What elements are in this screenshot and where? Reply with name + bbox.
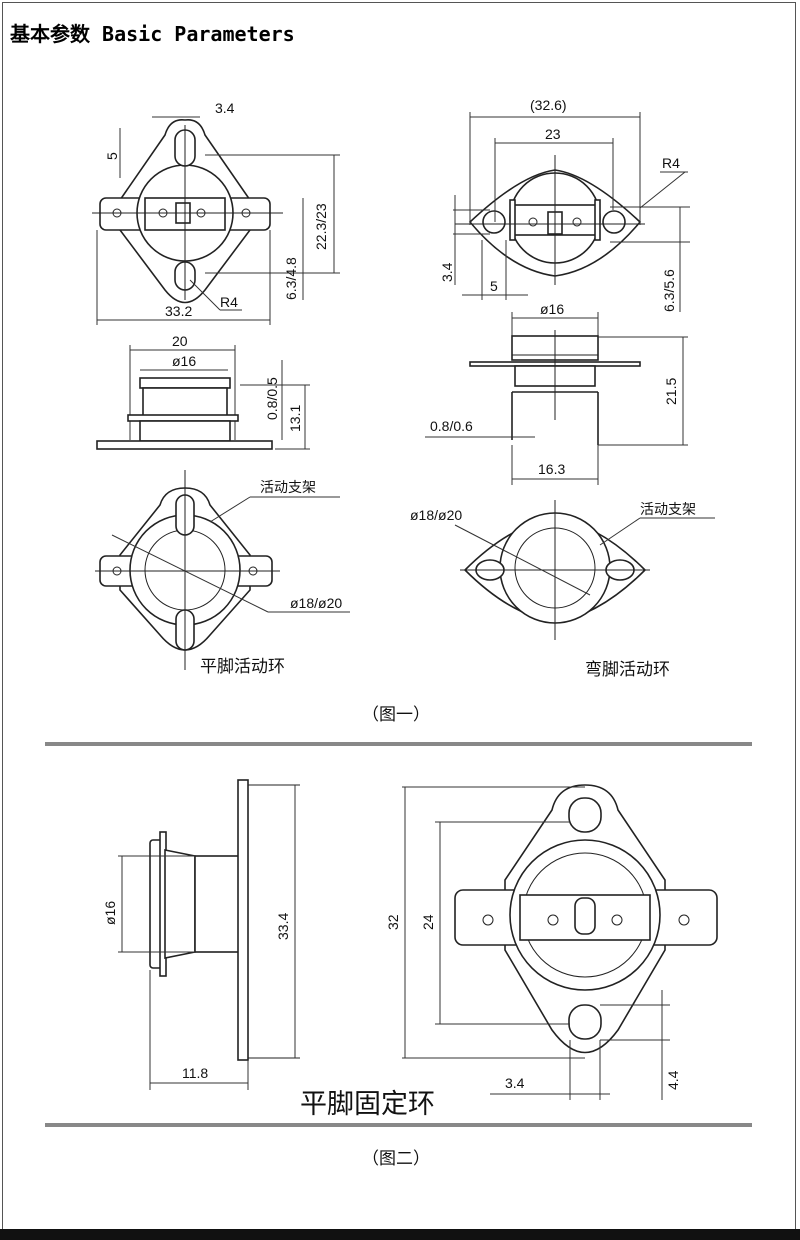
- dim-slot-width: 3.4: [505, 1075, 525, 1091]
- dim-cap-diameter: ø16: [172, 353, 196, 369]
- label-movable-bracket: 活动支架: [640, 501, 696, 517]
- page-title: 基本参数 Basic Parameters: [10, 22, 295, 46]
- fixed-front-view: 32 24 3.4 4.4: [385, 784, 718, 1100]
- dim-total-width: 33.2: [165, 303, 192, 319]
- dim-hole-span: 23: [545, 126, 561, 142]
- dim-radius: R4: [220, 294, 238, 310]
- dim-total-width: (32.6): [530, 97, 567, 113]
- dim-slot-width: 3.4: [215, 100, 235, 116]
- dim-height: 21.5: [663, 378, 679, 405]
- flat-side-view: 20 ø16 0.8/0.5 13.1: [96, 333, 310, 450]
- bent-bottom-view: ø18/ø20 活动支架 弯脚活动环: [410, 500, 715, 680]
- dim-thickness: 0.8/0.6: [430, 418, 473, 434]
- dim-slot-length: 4.4: [665, 1070, 681, 1090]
- dim-ring-diameter: ø18/ø20: [290, 595, 342, 611]
- dim-ring-diameter: ø18/ø20: [410, 507, 462, 523]
- dim-hole-diameter: 3.4: [439, 262, 455, 282]
- figure1-caption: （图一）: [362, 705, 430, 725]
- label-flat-foot-fixed-ring: 平脚固定环: [300, 1089, 435, 1120]
- dim-hole-span: 22.3/23: [313, 203, 329, 250]
- flat-top-view: 3.4 5 22.3/23 6.3/4.8 R4 33.2: [92, 100, 340, 325]
- dim-slot-offset: 5: [104, 152, 120, 160]
- separator: [45, 1123, 752, 1127]
- dim-depth: 11.8: [182, 1065, 208, 1081]
- dim-cap-diameter: ø16: [102, 901, 118, 925]
- figure2-caption: （图二）: [362, 1149, 430, 1169]
- dim-width: 20: [172, 333, 188, 349]
- dim-radius: R4: [662, 155, 680, 171]
- label-movable-bracket: 活动支架: [260, 479, 316, 495]
- dim-hole-span: 24: [420, 914, 436, 930]
- dim-tab-width: 6.3/5.6: [661, 269, 677, 312]
- dim-cap-diameter: ø16: [540, 301, 564, 317]
- bottom-bar: [0, 1229, 800, 1240]
- dim-hole-offset: 5: [490, 278, 498, 294]
- separator: [45, 742, 752, 746]
- dim-total-height: 32: [385, 914, 401, 930]
- fixed-side-view: ø16 33.4 11.8: [102, 779, 300, 1090]
- dim-height: 13.1: [287, 405, 303, 432]
- dim-tab-width: 6.3/4.8: [283, 257, 299, 300]
- bent-side-view: ø16 21.5 0.8/0.6 16.3: [425, 301, 688, 485]
- bent-top-view: (32.6) 23 R4 3.4 5 6.3/5.6: [439, 97, 690, 312]
- caption-bent-foot-movable-ring: 弯脚活动环: [585, 660, 670, 680]
- dim-leg-span: 16.3: [538, 461, 565, 477]
- dim-height: 33.4: [275, 913, 291, 940]
- flat-bottom-view: 活动支架 ø18/ø20 平脚活动环: [95, 470, 350, 677]
- dim-thickness: 0.8/0.5: [264, 377, 280, 420]
- caption-flat-foot-movable-ring: 平脚活动环: [200, 657, 285, 677]
